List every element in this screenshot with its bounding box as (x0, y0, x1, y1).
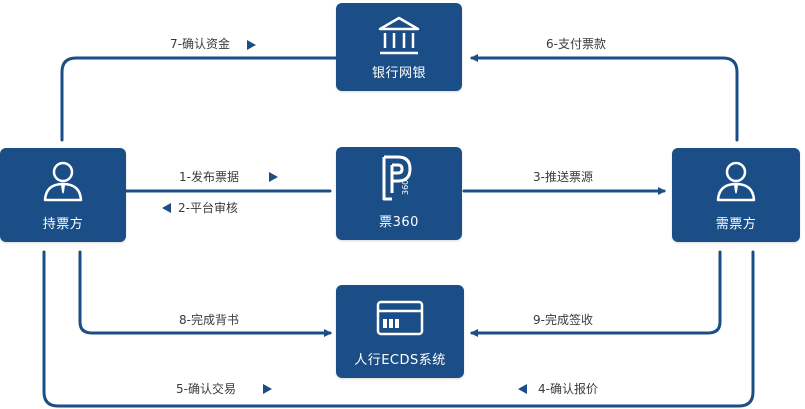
direction-arrow-1 (269, 172, 278, 182)
node-holder-label: 持票方 (42, 217, 84, 232)
node-ecds-label: 人行ECDS系统 (354, 353, 446, 368)
edge-line-9 (470, 250, 722, 337)
node-buyer: 需票方 (672, 148, 800, 242)
node-holder: 持票方 (0, 148, 126, 242)
node-bank: 银行网银 (336, 3, 462, 91)
user-icon (43, 161, 83, 202)
edge-label-5: 5-确认交易 (176, 382, 236, 396)
edge-label-1: 1-发布票据 (179, 170, 239, 184)
user-icon (716, 161, 756, 202)
edge-label-7: 7-确认资金 (170, 37, 230, 51)
edge-label-3: 3-推送票源 (533, 170, 593, 184)
edge-label-2: 2-平台审核 (178, 201, 238, 215)
direction-arrow-4 (518, 384, 527, 394)
edge-line-bottom-loop (42, 250, 755, 408)
edge-line-8 (78, 250, 332, 337)
node-piao360-label: 票360 (379, 215, 419, 230)
edge-line-7 (60, 56, 338, 142)
direction-arrow-7 (247, 40, 256, 50)
edge-line-6 (470, 54, 739, 142)
edge-label-4: 4-确认报价 (538, 382, 598, 396)
node-buyer-label: 需票方 (715, 217, 757, 232)
piao360-logo-icon: 360 (382, 155, 412, 201)
edge-label-8: 8-完成背书 (179, 313, 239, 327)
bank-icon (378, 16, 420, 55)
node-ecds: 人行ECDS系统 (336, 285, 464, 378)
card-icon (376, 300, 424, 336)
direction-arrow-5 (263, 384, 272, 394)
node-bank-label: 银行网银 (371, 66, 426, 81)
edge-label-9: 9-完成签收 (533, 313, 593, 327)
svg-text:360: 360 (401, 180, 410, 195)
node-piao360: 360 票360 (336, 147, 462, 240)
edge-label-6: 6-支付票款 (546, 37, 606, 51)
direction-arrow-2 (162, 203, 171, 213)
